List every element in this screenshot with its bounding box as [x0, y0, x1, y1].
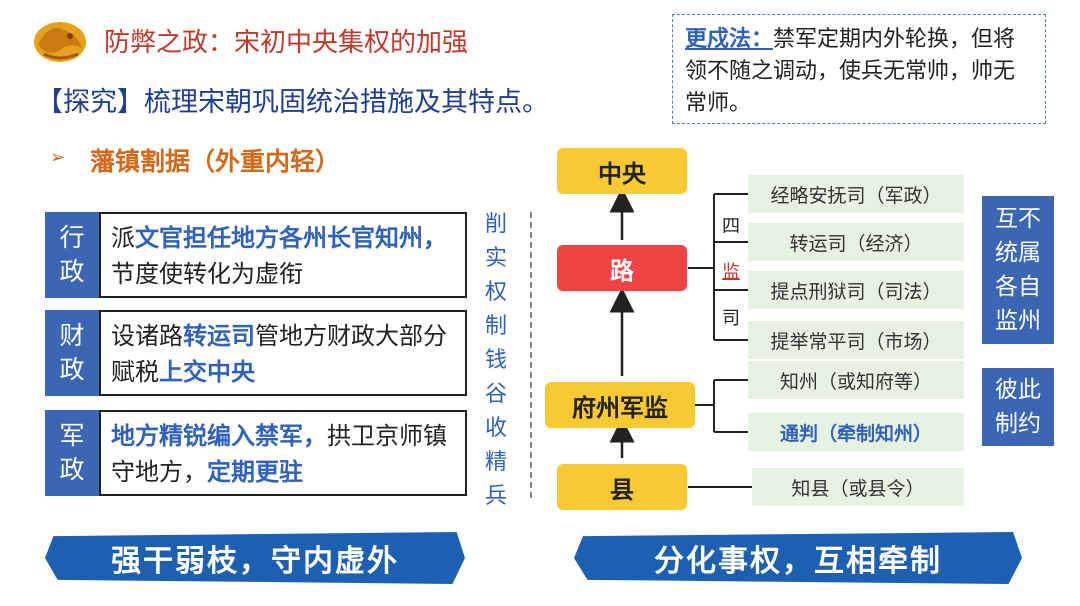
category-administration: 行 政: [45, 212, 99, 298]
branch-zhixian: 知县（或县令）: [752, 468, 964, 506]
section-heading: 藩镇割据（外重内轻）: [90, 147, 341, 176]
side-note-independent: 互不统属 各自监州: [982, 196, 1054, 344]
branch-jinglue: 经略安抚司（军政）: [748, 175, 964, 213]
branch-tongpan: 通判（牵制知州）: [748, 413, 964, 451]
node-central: 中央: [557, 148, 687, 194]
dragon-emblem-icon: [30, 14, 90, 66]
explore-prompt: 【探究】梳理宋朝巩固统治措施及其特点。: [36, 87, 549, 118]
si-label: 司: [722, 308, 740, 329]
category-military: 军 政: [45, 410, 99, 496]
measure-administration: 派文官担任地方各州长官知州，节度使转化为虚衔: [99, 212, 467, 298]
gengshu-note: 更戍法：禁军定期内外轮换，但将领不随之调动，使兵无常帅，帅无常师。: [672, 14, 1046, 124]
measure-military: 地方精锐编入禁军，拱卫京师镇守地方，定期更驻: [99, 410, 467, 496]
banner-right: 分化事权，互相牵制: [574, 532, 1022, 584]
page-title: 防弊之政：宋初中央集权的加强: [104, 28, 469, 58]
node-xian: 县: [557, 464, 687, 510]
category-finance: 财 政: [45, 310, 99, 396]
vertical-summary: 削实权 制钱谷 收精兵: [484, 212, 507, 509]
note-label: 更戍法：: [685, 26, 774, 52]
node-fuzhou: 府州军监: [545, 382, 695, 428]
note-text: 禁军定期内外轮换，但将领不随之调动，使兵无常帅，帅无常师。: [685, 27, 1016, 116]
side-note-mutual: 彼此制约: [982, 368, 1054, 446]
divider: [530, 212, 532, 498]
measure-finance: 设诸路转运司管地方财政大部分赋税上交中央: [99, 310, 467, 396]
node-lu: 路: [557, 245, 687, 291]
branch-zhuanyun: 转运司（经济）: [748, 223, 964, 261]
branch-zhizhou: 知州（或知府等）: [748, 361, 964, 399]
banner-left: 强干弱枝，守内虚外: [45, 532, 465, 584]
jian-label: 监: [722, 262, 740, 283]
branch-tiju: 提举常平司（市场）: [748, 321, 964, 359]
four-label: 四: [722, 216, 740, 237]
arrow-bullet-icon: ➢: [50, 147, 66, 168]
branch-tidian: 提点刑狱司（司法）: [748, 271, 964, 309]
